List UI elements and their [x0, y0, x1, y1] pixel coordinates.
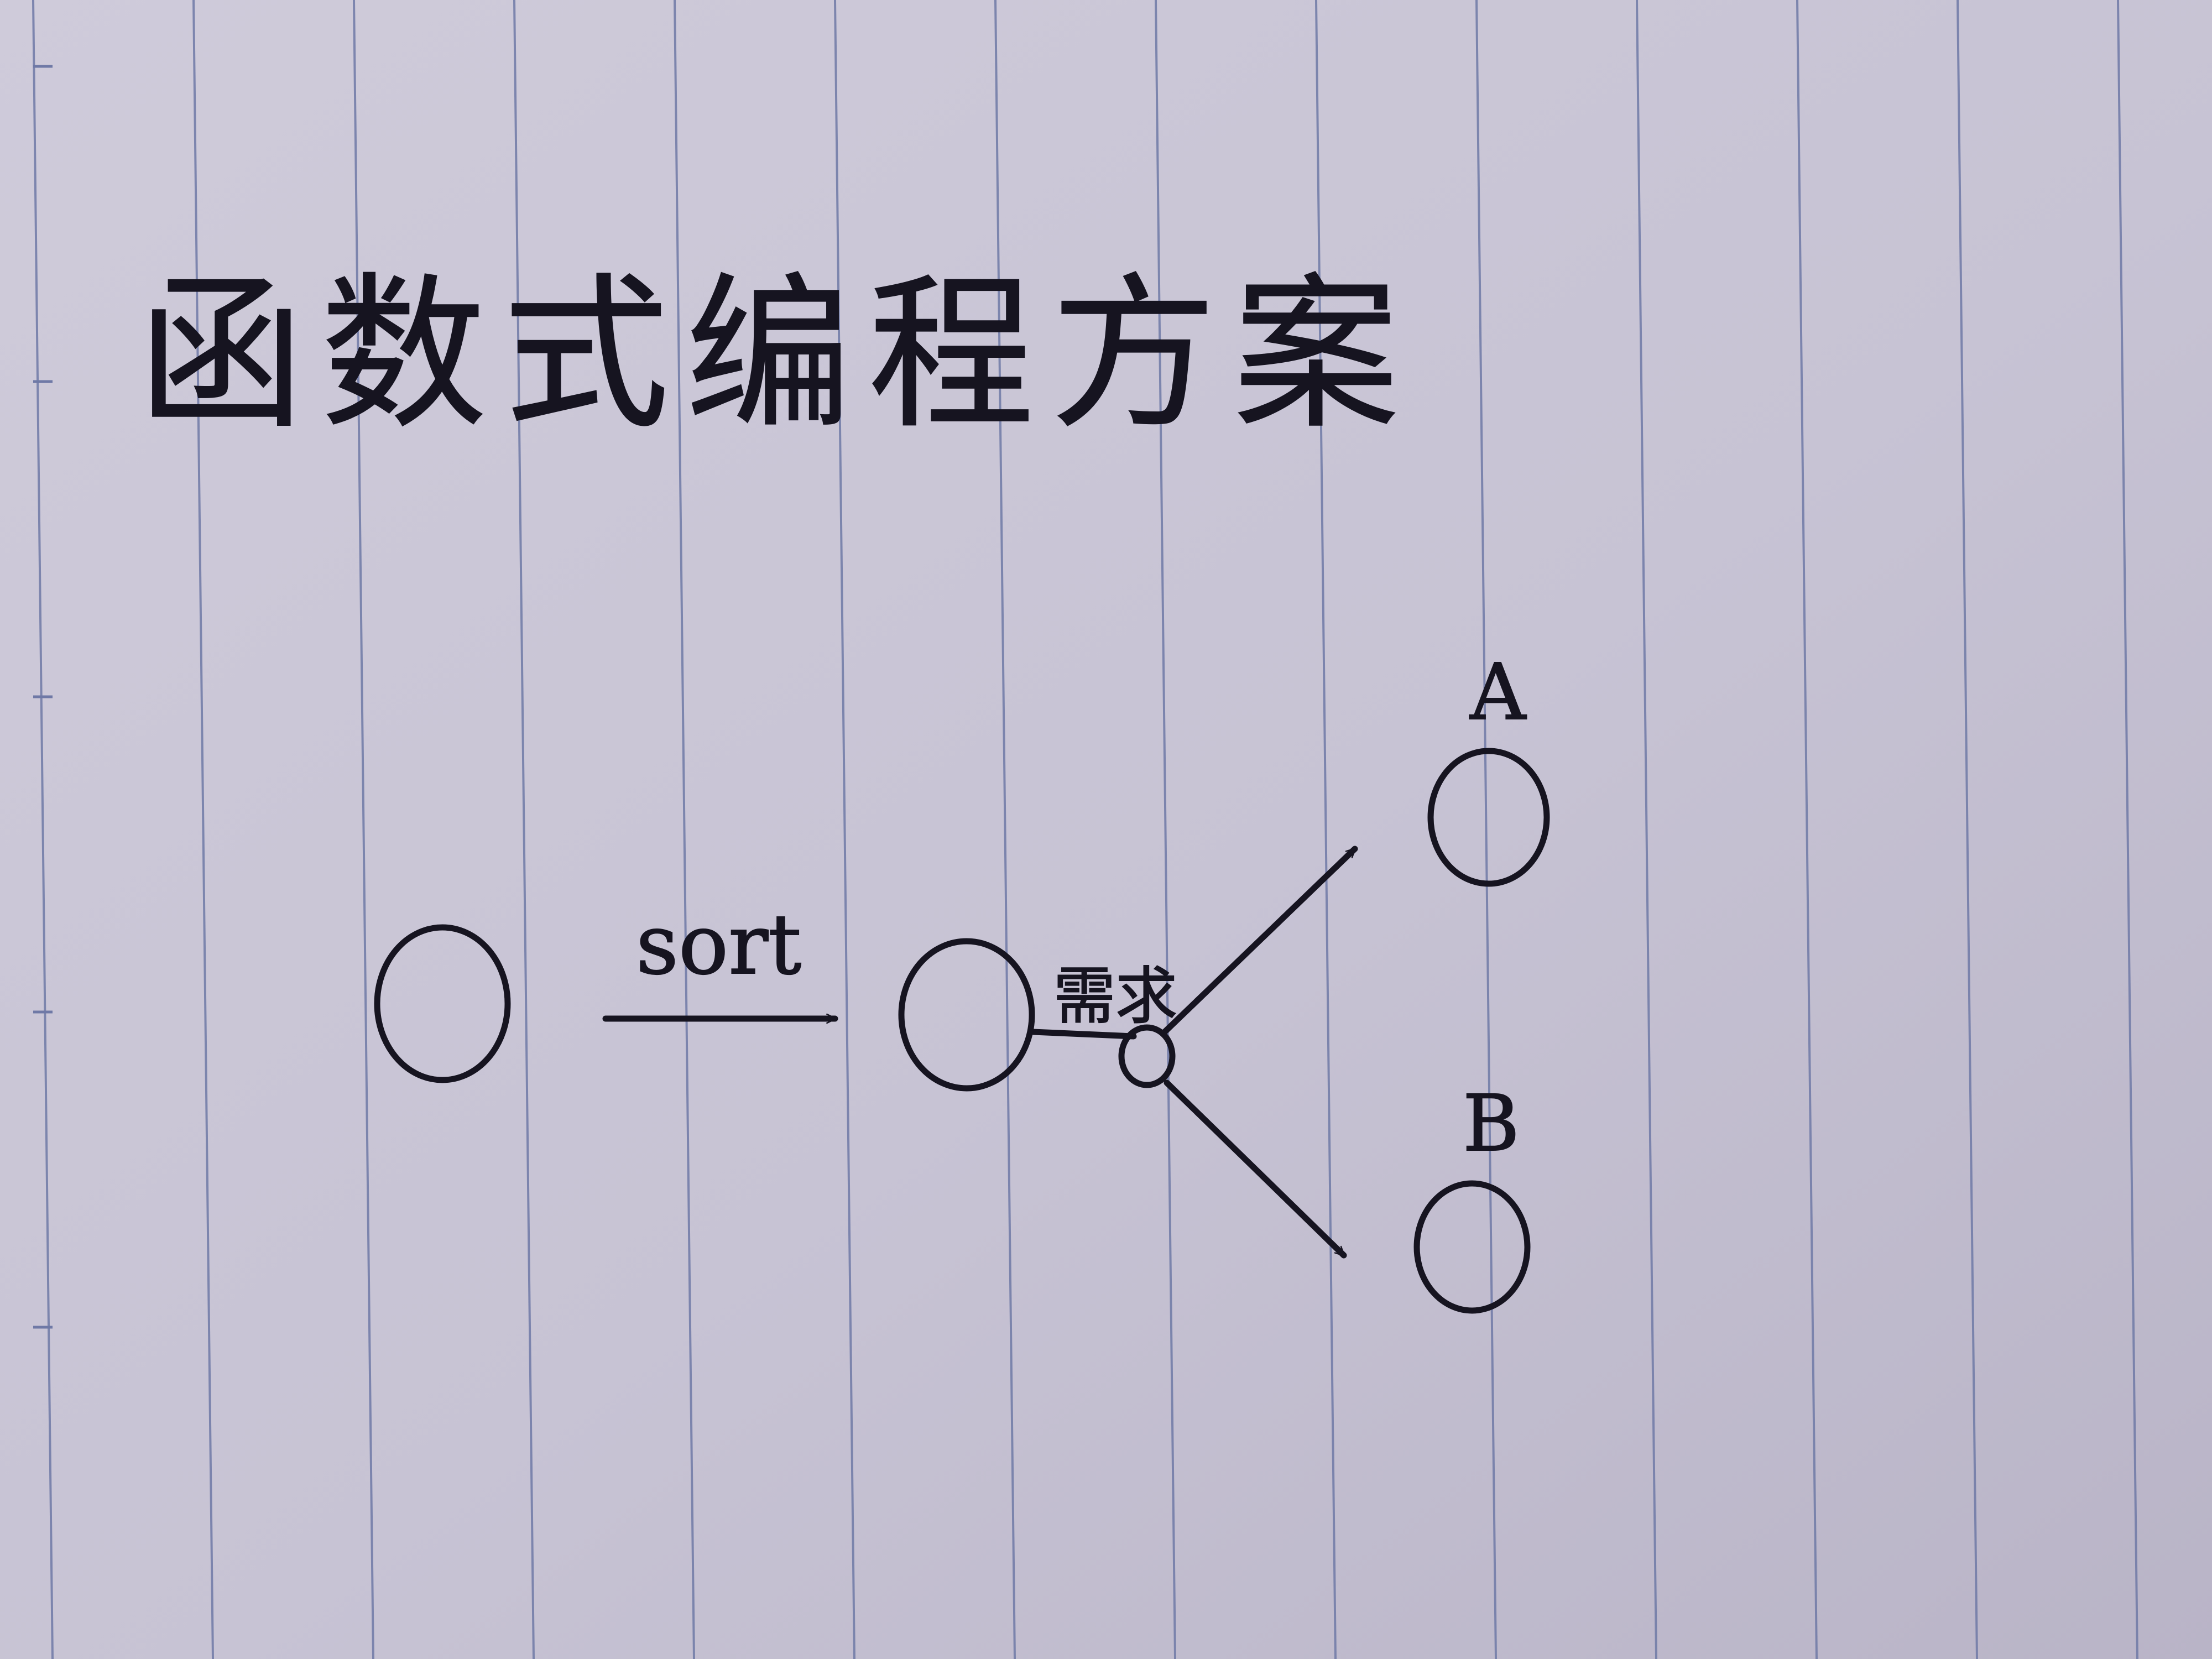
need-edge-label: 需求 [1053, 961, 1177, 1032]
ruled-line [834, 0, 855, 1659]
ruled-lines [32, 0, 2138, 1659]
ruled-line [1796, 0, 1818, 1659]
ruled-line [1155, 0, 1176, 1659]
ruled-line [1475, 0, 1497, 1659]
ruled-line [1636, 0, 1657, 1659]
sorted-node [898, 938, 1035, 1092]
branch-junction [1118, 1024, 1176, 1088]
ruled-line [2117, 0, 2138, 1659]
node-b-label: B [1463, 1079, 1520, 1169]
ruled-line [1957, 0, 1978, 1659]
binding-marks [33, 65, 53, 1329]
ruled-line [674, 0, 695, 1659]
node-b [1413, 1180, 1531, 1314]
flow-diagram: sort 需求 A B [374, 647, 1550, 1314]
ruled-line [513, 0, 535, 1659]
node-a [1427, 748, 1550, 887]
ruled-line [353, 0, 374, 1659]
diagram-title: 函数式编程方案 [138, 258, 1416, 451]
arrow-to-a [1160, 846, 1358, 1036]
sort-edge-label: sort [636, 897, 801, 993]
branch-connector [1030, 1029, 1137, 1040]
node-a-label: A [1469, 648, 1527, 738]
ruled-line [192, 0, 214, 1659]
ruled-line [1315, 0, 1337, 1659]
arrow-to-b [1164, 1079, 1347, 1259]
ruled-line [994, 0, 1016, 1659]
start-node [374, 924, 511, 1083]
ruled-line [32, 0, 54, 1659]
